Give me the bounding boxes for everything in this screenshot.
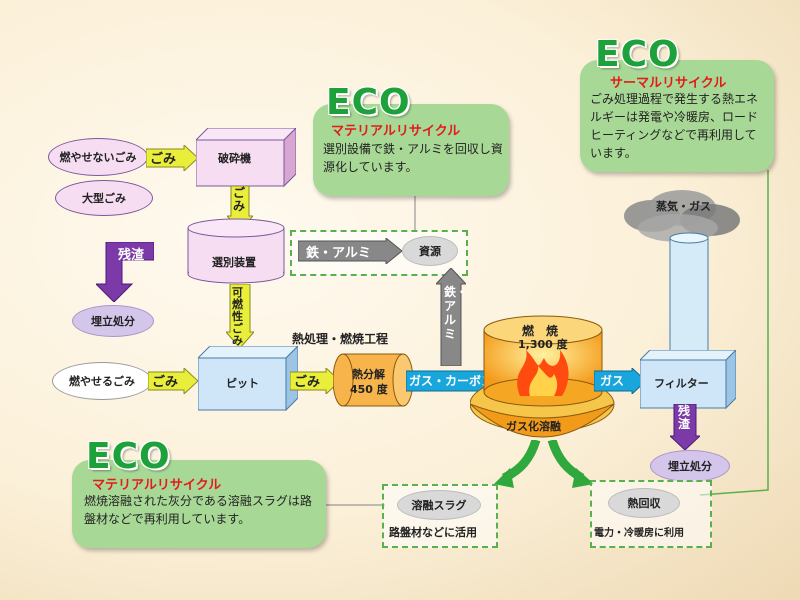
chimney: [669, 232, 709, 365]
iron-aluminum-label: 鉄・アルミ: [306, 246, 371, 261]
pit-label: ピット: [226, 377, 259, 390]
nonburnable-waste-label: 燃やせないごみ: [59, 151, 137, 164]
resources-node: 資源: [402, 236, 458, 266]
eco-thermal-text: ごみ処理過程で発生する熱エネルギーは発電や冷暖房、ロードヒーティングなどで再利用…: [590, 92, 759, 160]
heat-node: 熱回収: [608, 488, 680, 518]
residue-arrow-right: [670, 404, 700, 450]
eco-word-top: ECO: [326, 82, 411, 123]
steam-gas-label: 蒸気・ガス: [656, 200, 711, 213]
heat-title: 熱回収: [627, 497, 661, 510]
landfill-label-left: 埋立処分: [91, 315, 135, 328]
steam-cloud: [624, 190, 740, 242]
crusher-box: [196, 128, 296, 188]
combustion-line2: 1,300 度: [518, 338, 568, 351]
residue-arrow-left: [96, 242, 154, 302]
iron-aluminum-arrow: [298, 238, 402, 264]
eco-word-bottom: ECO: [86, 436, 171, 477]
pyrolysis-line2: 450 度: [350, 383, 388, 396]
eco-material-bottom-box: [72, 460, 326, 548]
pyrolysis-line1: 熱分解: [352, 368, 385, 381]
landfill-node-left: 埋立処分: [72, 305, 154, 337]
slag-title: 溶融スラグ: [411, 499, 467, 512]
gomi-arrow-pit: [148, 368, 198, 394]
output-arrows: [494, 440, 594, 488]
combustion-furnace: [470, 315, 615, 438]
landfill-node-right: 埋立処分: [650, 450, 730, 482]
gomi-vertical-label: ごみ: [233, 186, 246, 213]
iron-aluminum-vertical-label: 鉄・アルミ: [444, 285, 469, 341]
combustion-line1: 燃 焼: [522, 324, 559, 338]
eco-material-top-text: 選別設備で鉄・アルミを回収し資源化しています。: [323, 142, 503, 174]
resources-label: 資源: [419, 245, 441, 258]
nonburnable-waste-node: 燃やせないごみ: [48, 138, 148, 176]
oversized-waste-node: 大型ごみ: [55, 180, 153, 216]
gomi-label-pyrolysis: ごみ: [294, 375, 321, 390]
slag-use: 路盤材などに活用: [389, 526, 477, 539]
gas-carbon-label: ガス・カーボン: [409, 374, 494, 388]
crusher-label: 破砕機: [218, 152, 251, 165]
combustible-label: 可燃性ごみ: [232, 286, 243, 347]
gomi-arrow-crusher: [146, 145, 198, 171]
gomi-label-crusher: ごみ: [150, 152, 177, 167]
residue-label-left: 残渣: [118, 248, 145, 263]
sorter-cylinder: [187, 218, 285, 284]
landfill-label-right: 埋立処分: [668, 460, 712, 473]
filter-label: フィルター: [654, 377, 709, 390]
gas-arrow: [594, 368, 646, 394]
process-title: 熱処理・燃焼工程: [292, 332, 389, 346]
burnable-waste-label: 燃やせるごみ: [69, 375, 135, 388]
eco-material-top-title: マテリアルリサイクル: [331, 124, 461, 139]
eco-thermal-box: [580, 60, 774, 172]
residue-label-right: 残渣: [678, 404, 691, 431]
sorter-label: 選別装置: [212, 256, 256, 269]
pit-box: [198, 346, 298, 412]
eco-thermal-title: サーマルリサイクル: [610, 76, 727, 91]
gasification-label: ガス化溶融: [506, 420, 561, 433]
iron-aluminum-up-arrow: [436, 268, 466, 366]
slag-node: 溶融スラグ: [397, 490, 481, 520]
burnable-waste-node: 燃やせるごみ: [52, 362, 152, 400]
eco-material-top-box: [313, 104, 509, 196]
eco-word-thermal: ECO: [595, 34, 680, 75]
gas-label: ガス: [600, 374, 625, 388]
oversized-waste-label: 大型ごみ: [82, 192, 126, 205]
pyrolysis-drum: [333, 353, 413, 407]
heat-use: 電力・冷暖房に利用: [594, 528, 684, 539]
eco-material-bottom-title: マテリアルリサイクル: [92, 478, 222, 493]
eco-material-bottom-text: 燃焼溶融された灰分である溶融スラグは路盤材などで再利用しています。: [84, 494, 312, 526]
combustible-arrow: [226, 284, 254, 348]
gomi-label-pit: ごみ: [152, 375, 179, 390]
